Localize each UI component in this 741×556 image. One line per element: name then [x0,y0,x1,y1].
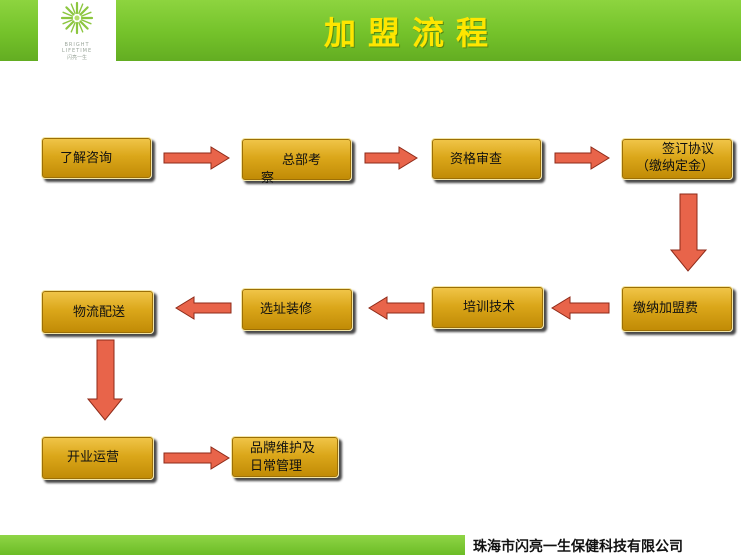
step-brand-maintenance: 品牌维护及 日常管理 [231,436,339,478]
logo-line-3: 闪亮一生 [66,55,87,61]
arrow-right-4 [163,446,230,470]
step-franchise-fee-label: 缴纳加盟费 [633,301,699,316]
step-training-label: 培训技术 [463,300,516,315]
step-sign-agreement-label-2: （缴纳定金） [636,159,715,174]
step-logistics: 物流配送 [41,290,154,334]
footer-bar [0,535,470,555]
logo-line-2: LIFETIME [61,48,93,54]
step-sign-agreement-label-1: 签订协议 [662,142,715,157]
page-title: 加盟流程 [323,14,500,52]
step-franchise-fee: 缴纳加盟费 [621,286,733,332]
arrow-right-2 [364,146,418,170]
step-hq-visit-label-2: 察 [261,171,275,186]
step-brand-maintenance-label-2: 日常管理 [250,459,303,474]
footer-company-panel [465,530,741,555]
step-hq-visit-label-1: 总部考 [282,153,322,168]
step-site-decoration-label: 选址装修 [260,302,313,317]
arrow-down-1 [669,193,708,272]
arrow-left-1 [551,296,610,320]
step-brand-maintenance-label-1: 品牌维护及 [250,441,316,456]
arrow-right-3 [554,146,610,170]
arrow-left-3 [175,296,232,320]
step-opening-label: 开业运营 [67,450,120,465]
arrow-down-2 [86,339,124,421]
step-sign-agreement: 签订协议 （缴纳定金） [621,138,733,180]
step-consult-label: 了解咨询 [60,151,113,166]
logo-line-1: BRIGHT [64,42,90,48]
company-name: 珠海市闪亮一生保健科技有限公司 [473,539,683,555]
step-qualification: 资格审查 [431,138,542,180]
step-site-decoration: 选址装修 [241,288,353,331]
step-opening: 开业运营 [41,436,154,480]
step-qualification-label: 资格审查 [450,152,503,167]
step-logistics-label: 物流配送 [73,305,126,320]
step-hq-visit: 总部考 察 [241,138,352,186]
sunburst-logo-icon [60,1,94,35]
step-training: 培训技术 [431,286,544,329]
step-consult: 了解咨询 [41,137,152,179]
arrow-right-1 [163,146,230,170]
logo: BRIGHT LIFETIME 闪亮一生 [38,0,116,61]
arrow-left-2 [368,296,425,320]
header-bar [0,0,741,61]
